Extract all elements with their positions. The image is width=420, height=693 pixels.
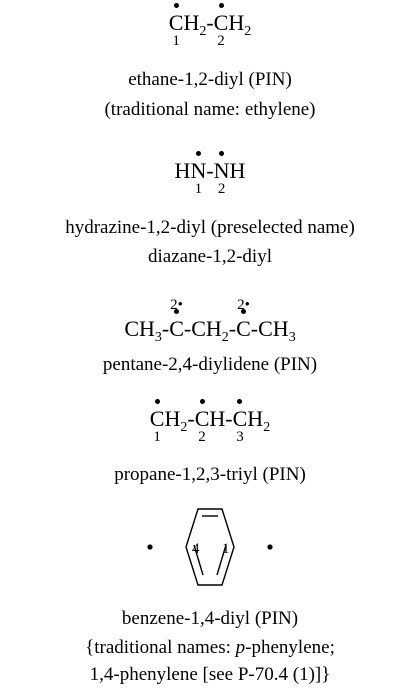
ethane-caption-2: (traditional name: ethylene) bbox=[104, 99, 316, 120]
propane-caption: propane-1,2,3-triyl (PIN) bbox=[114, 464, 306, 485]
locant-2-diradical: 2• bbox=[170, 297, 183, 313]
radical-dot bbox=[174, 309, 180, 314]
locant-3: 3 bbox=[236, 429, 244, 445]
pentane-formula: CH3- 2• C -CH2- 2• C -CH3 bbox=[124, 297, 296, 346]
hydrazine-atom-2: N 2 bbox=[214, 151, 230, 197]
locant-4-diradical: 2• bbox=[237, 297, 250, 313]
radical-dot bbox=[173, 3, 179, 8]
radical-dot bbox=[237, 399, 243, 404]
radical-dot bbox=[218, 3, 224, 8]
pentane-atom-4: 2• C bbox=[236, 297, 251, 342]
radical-dot bbox=[154, 399, 160, 404]
benzene-structure: 4 1 bbox=[0, 497, 420, 597]
hydrazine-atom-1: N 1 bbox=[190, 151, 206, 197]
propane-formula: C 1 H2- C 2 H- C 3 H2 bbox=[0, 399, 420, 445]
hydrazine-caption-1: hydrazine-1,2-diyl (preselected name) bbox=[65, 217, 355, 238]
ring-locant-4: 4 bbox=[192, 541, 200, 557]
propane-atom-1: C 1 bbox=[150, 399, 164, 445]
hexagon bbox=[185, 508, 235, 586]
locant-1: 1 bbox=[172, 33, 180, 49]
ethane-caption-1: ethane-1,2-diyl (PIN) bbox=[128, 69, 292, 90]
pentane-atom-2: 2• C bbox=[169, 297, 184, 342]
double-bond-left bbox=[193, 544, 204, 576]
locant-2: 2 bbox=[217, 33, 225, 49]
benzene-ring: 4 1 bbox=[147, 508, 273, 586]
radical-dot-left bbox=[147, 544, 153, 550]
ethane-formula: C 1 H2- C 2 H2 bbox=[0, 3, 420, 49]
radical-dot-right bbox=[267, 544, 273, 550]
ethane-atom-1: C 1 bbox=[169, 3, 183, 49]
hydrazine-formula: H N 1 - N 2 H bbox=[0, 151, 420, 197]
pentane-caption: pentane-2,4-diylidene (PIN) bbox=[102, 354, 318, 375]
radical-dot bbox=[199, 399, 205, 404]
locant-2: 2 bbox=[198, 429, 206, 445]
propane-atom-2: C 2 bbox=[195, 399, 209, 445]
locant-2: 2 bbox=[217, 181, 226, 197]
locant-1: 1 bbox=[153, 429, 161, 445]
ring-locant-1: 1 bbox=[222, 541, 230, 557]
locant-1: 1 bbox=[194, 181, 203, 197]
hydrazine-caption-2: diazane-1,2-diyl bbox=[148, 246, 272, 267]
benzene-caption-3: 1,4-phenylene [see P-70.4 (1)]} bbox=[89, 664, 331, 685]
benzene-caption-1: benzene-1,4-diyl (PIN) bbox=[121, 608, 299, 629]
double-bond-right bbox=[216, 544, 227, 576]
radical-dot bbox=[219, 151, 225, 156]
propane-atom-3: C 3 bbox=[233, 399, 247, 445]
radical-dot bbox=[195, 151, 201, 156]
ethane-atom-2: C 2 bbox=[214, 3, 228, 49]
radical-dot bbox=[240, 309, 246, 314]
benzene-caption-2: {traditional names: p-phenylene; bbox=[85, 637, 335, 658]
